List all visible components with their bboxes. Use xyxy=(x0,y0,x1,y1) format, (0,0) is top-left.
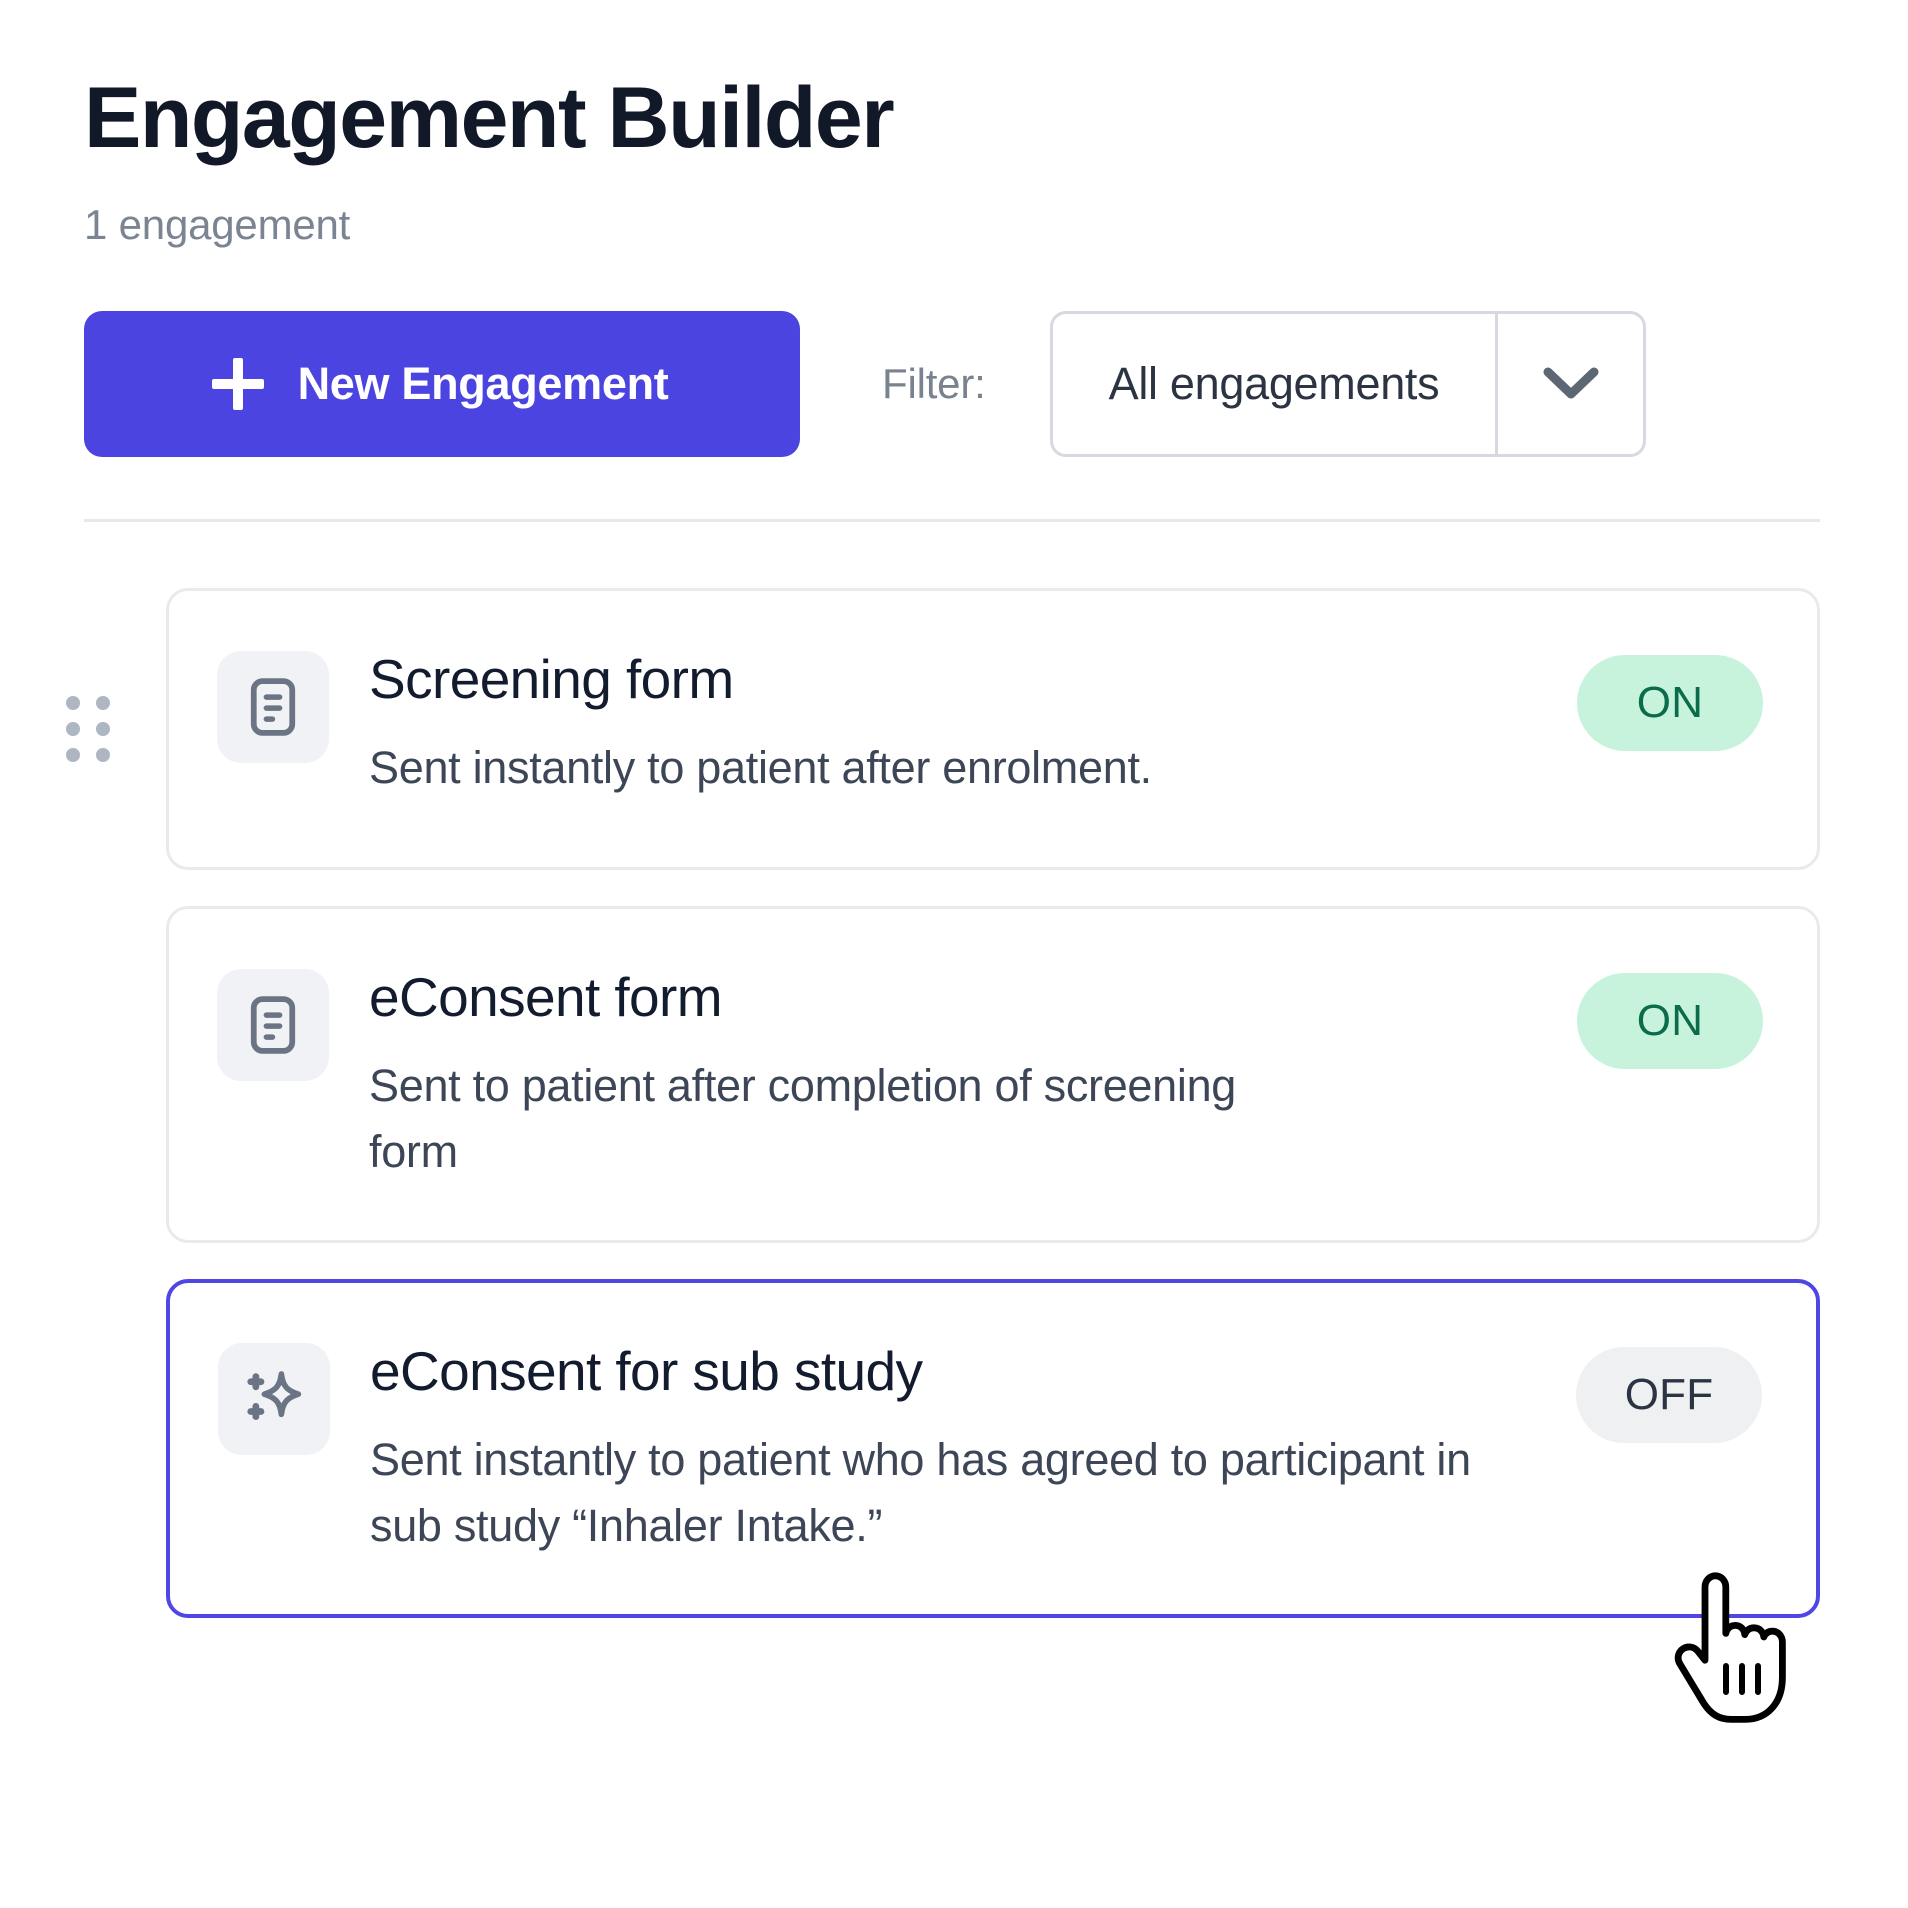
plus-icon xyxy=(211,357,264,410)
card-body: eConsent form Sent to patient after comp… xyxy=(369,965,1537,1184)
form-document-icon xyxy=(217,968,329,1081)
status-badge[interactable]: ON xyxy=(1577,654,1763,751)
card-body: eConsent for sub study Sent instantly to… xyxy=(370,1339,1536,1558)
engagement-count-subtitle: 1 engagement xyxy=(84,200,351,248)
list-item: Screening form Sent instantly to patient… xyxy=(66,587,1820,870)
filter-selected-value[interactable]: All engagements xyxy=(1108,357,1440,409)
engagement-card-screening-form[interactable]: Screening form Sent instantly to patient… xyxy=(166,587,1820,870)
status-badge[interactable]: OFF xyxy=(1576,1346,1762,1443)
new-engagement-label: New Engagement xyxy=(297,357,669,409)
card-title: eConsent form xyxy=(369,965,723,1028)
card-description: Sent to patient after completion of scre… xyxy=(369,1060,1237,1177)
engagement-card-econsent-sub-study[interactable]: eConsent for sub study Sent instantly to… xyxy=(166,1278,1820,1618)
sparkles-icon xyxy=(218,1342,330,1455)
drag-handle-icon[interactable] xyxy=(66,695,110,762)
card-description: Sent instantly to patient after enrolmen… xyxy=(369,742,1152,794)
status-badge[interactable]: ON xyxy=(1577,972,1763,1069)
list-item: eConsent form Sent to patient after comp… xyxy=(84,905,1820,1243)
new-engagement-button[interactable]: New Engagement xyxy=(84,310,800,457)
card-title: eConsent for sub study xyxy=(370,1339,923,1402)
filter-select[interactable]: All engagements xyxy=(1049,310,1647,457)
list-item: eConsent for sub study Sent instantly to… xyxy=(84,1278,1820,1618)
engagement-card-econsent-form[interactable]: eConsent form Sent to patient after comp… xyxy=(166,905,1820,1243)
page-title: Engagement Builder xyxy=(84,70,895,166)
card-title: Screening form xyxy=(369,647,734,710)
card-body: Screening form Sent instantly to patient… xyxy=(369,647,1537,801)
filter-label: Filter: xyxy=(882,359,986,407)
toolbar-divider xyxy=(84,518,1820,522)
card-description: Sent instantly to patient who has agreed… xyxy=(370,1434,1471,1551)
form-document-icon xyxy=(217,650,329,763)
filter-dropdown-toggle[interactable] xyxy=(1495,313,1643,454)
chevron-down-icon xyxy=(1543,367,1599,401)
engagement-card-list: Screening form Sent instantly to patient… xyxy=(66,587,1820,1618)
toolbar: New Engagement Filter: All engagements xyxy=(84,310,1820,457)
